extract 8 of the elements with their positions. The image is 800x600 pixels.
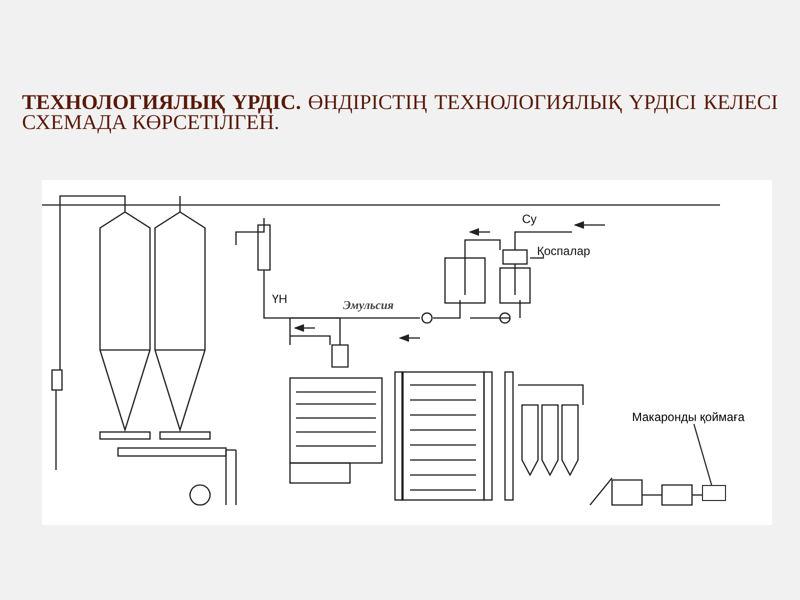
- label-text: ҮН: [272, 292, 288, 306]
- heading: ТЕХНОЛОГИЯЛЫҚ ҮРДІС. ӨНДІРІСТІҢ ТЕХНОЛОГИЯЛЫҚ ҮРДІСІ КЕЛЕСІ СХЕМАДА КӨРСЕТІЛГЕН.: [22, 92, 778, 132]
- leader-line: [693, 424, 712, 486]
- label-text: Қоспалар: [537, 244, 590, 258]
- label-text: Эмульсия: [343, 298, 394, 313]
- label-text: Су: [522, 212, 537, 226]
- conveyor-box: [702, 485, 726, 501]
- destination-label: Макаронды қоймаға: [632, 410, 745, 424]
